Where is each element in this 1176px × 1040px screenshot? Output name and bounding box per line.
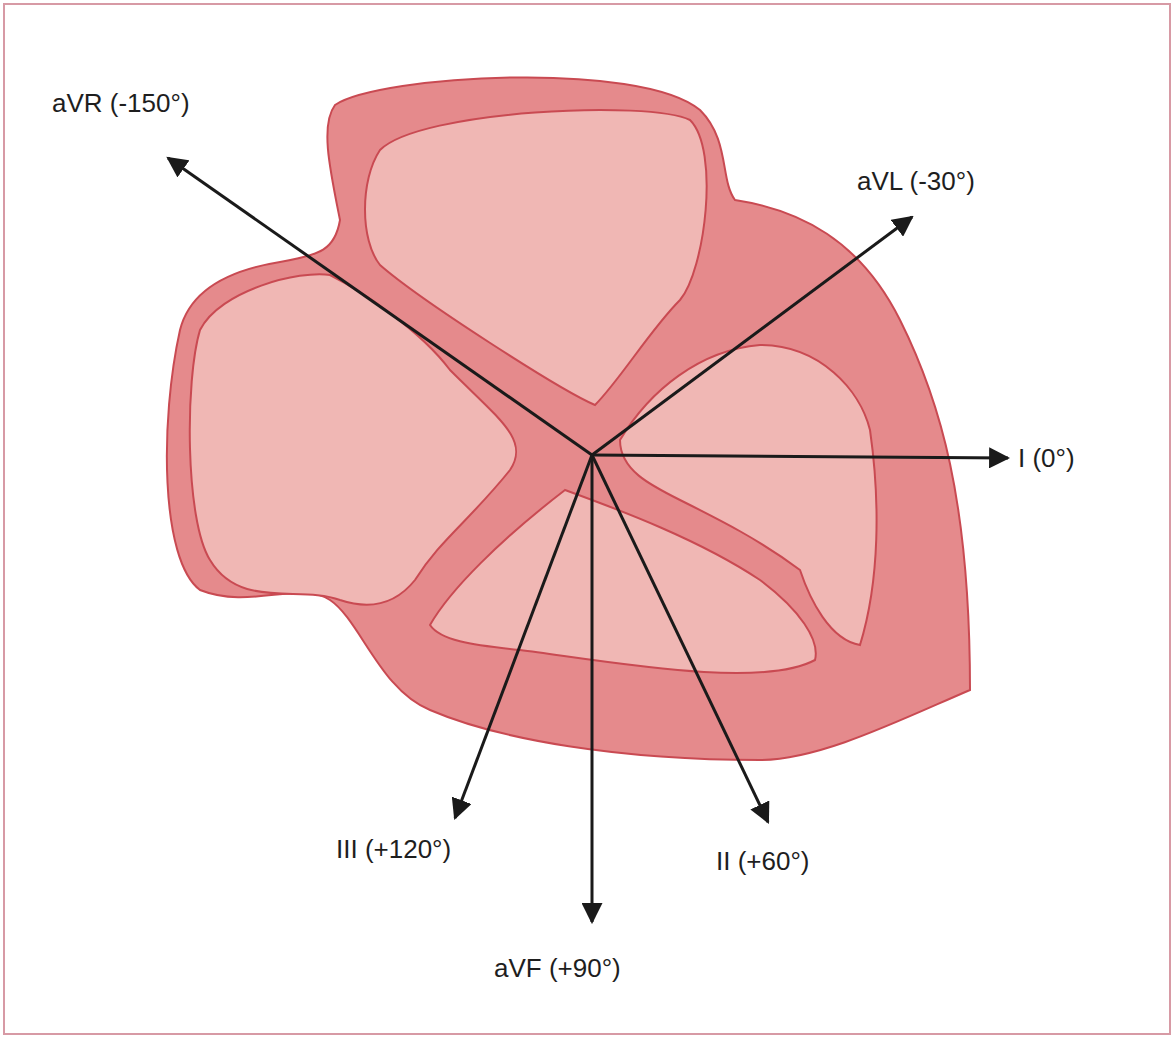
lead-label: III (+120°) — [336, 834, 451, 864]
lead-label: aVF (+90°) — [494, 953, 621, 983]
lead-label: I (0°) — [1018, 443, 1075, 473]
frame — [4, 4, 1170, 1034]
lead-axis-arrow — [592, 217, 912, 455]
lead-label: aVL (-30°) — [857, 166, 975, 196]
lead-axis-arrow — [592, 455, 1008, 458]
lead-label: II (+60°) — [716, 846, 810, 876]
lead-label: aVR (-150°) — [52, 88, 190, 118]
heart-outline — [167, 77, 970, 760]
lead-axis-arrow — [592, 455, 768, 822]
heart-chamber — [190, 274, 517, 605]
lead-axis-arrow — [455, 455, 592, 818]
lead-axis-arrow — [168, 158, 592, 455]
lead-axis-arrow — [591, 455, 594, 922]
